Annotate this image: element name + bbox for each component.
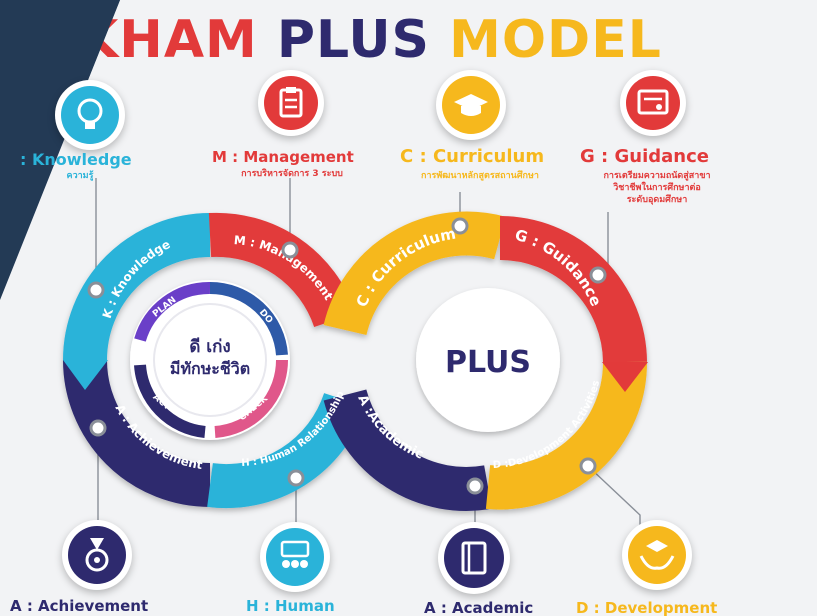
management-subtitle: การบริหารจัดการ 3 ระบบ [241,169,343,179]
knowledge-subtitle: ความรู้ [66,171,94,181]
pdca-check-arc [214,359,289,438]
management-icon-badge [258,70,324,136]
dot-academic [466,477,484,495]
development-icon-badge [622,520,692,590]
page-title: KHAM PLUS MODEL [78,10,662,70]
achievement-title: A : Achievement [10,597,149,615]
clipboard-icon [279,87,303,118]
curriculum-title: C : Curriculum [400,146,545,167]
band-guidance [499,216,647,363]
development-title: D : Development [576,599,718,616]
curriculum-icon-badge [436,70,506,140]
certificate-icon [637,89,669,115]
band-development [485,361,648,510]
knowledge-icon-badge [55,80,125,150]
human-icon-badge [260,522,330,592]
center-left-line2: มีทักษะชีวิต [170,359,250,378]
hands-icon [639,540,675,570]
center-right-label: PLUS [445,345,531,380]
title-part-plus: PLUS [276,10,430,70]
guidance-subtitle-3: ระดับอุดมศึกษา [626,195,688,205]
management-title: M : Management [212,148,354,166]
guidance-icon-badge [620,70,686,136]
medal-icon [85,538,109,572]
dot-management [281,241,299,259]
title-part-model: MODEL [449,10,662,70]
pdca-act-arc [134,364,206,438]
band-academic [323,388,492,511]
dot-curriculum [451,217,469,235]
dot-guidance [589,266,607,284]
band-curriculum [323,211,506,336]
dot-knowledge [87,281,105,299]
pdca-do-arc [209,281,288,356]
human-title: H : Human [246,597,335,615]
book-icon [461,541,487,575]
pdca-plan-arc [134,281,211,342]
corner-overlay [0,0,120,120]
center-right-circle [416,288,560,432]
band-knowledge [63,213,211,361]
lightbulb-icon [77,98,103,129]
curriculum-subtitle: การพัฒนาหลักสูตรสถานศึกษา [421,171,539,181]
dot-achievement [89,419,107,437]
arrow-tip-knowledge [63,360,108,390]
academic-title: A : Academic [424,599,534,616]
band-achievement [63,359,211,507]
arrow-tip-guidance [602,362,648,392]
dot-human [287,469,305,487]
center-left-line1: ดี เก่ง [189,336,230,357]
achievement-icon-badge [62,520,132,590]
guidance-subtitle-1: การเตรียมความถนัดสู่สาขา [603,171,711,181]
guidance-title: G : Guidance [580,146,709,167]
center-left-circle [153,303,267,417]
guidance-subtitle-2: วิชาชีพในการศึกษาต่อ [613,183,701,193]
academic-icon-badge [438,522,510,594]
graduation-cap-icon [454,94,488,116]
dot-development [579,457,597,475]
people-icon [280,540,310,568]
knowledge-title: : Knowledge [20,150,132,169]
